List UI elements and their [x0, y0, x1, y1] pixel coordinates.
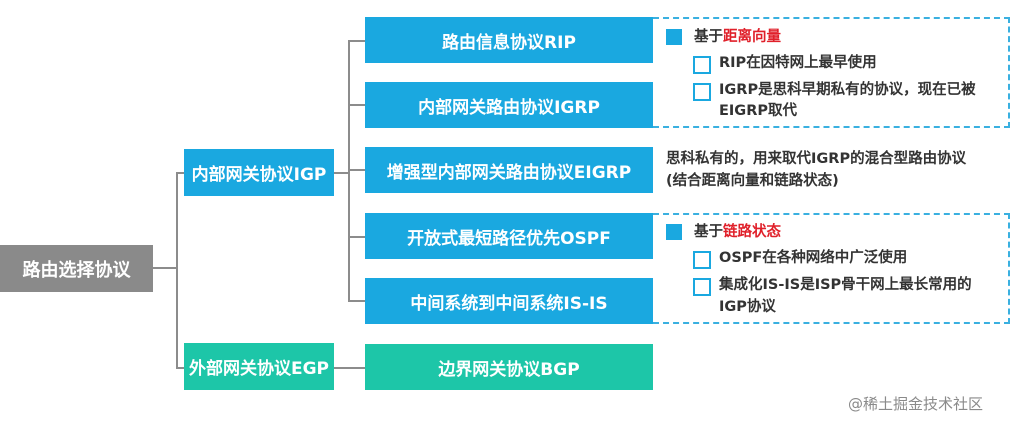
egp-connector	[334, 367, 365, 369]
bgp-label: 边界网关协议BGP	[438, 359, 580, 380]
ospf-branch-connector	[348, 236, 365, 238]
link-state-note-box	[653, 213, 1010, 324]
filled-square-bullet-icon	[666, 224, 682, 240]
egp-label: 外部网关协议EGP	[188, 359, 330, 379]
link-state-item-2: 集成化IS-IS是ISP骨干网上最长常用的	[719, 277, 972, 293]
ospf-node: 开放式最短路径优先OSPF	[365, 213, 653, 259]
root-connector	[153, 267, 177, 269]
distance-vector-item-1: RIP在因特网上最早使用	[719, 55, 877, 71]
rip-node: 路由信息协议RIP	[365, 17, 653, 63]
isis-node: 中间系统到中间系统IS-IS	[365, 278, 653, 324]
distance-vector-highlight: 距离向量	[723, 29, 781, 45]
igrp-node: 内部网关路由协议IGRP	[365, 82, 653, 128]
distance-vector-note-box	[653, 17, 1010, 128]
eigrp-branch-connector	[348, 169, 365, 171]
empty-square-bullet-icon	[693, 251, 711, 269]
root-label: 路由选择协议	[22, 259, 131, 281]
egp-node: 外部网关协议EGP	[184, 343, 334, 390]
empty-square-bullet-icon	[693, 56, 711, 74]
rip-label: 路由信息协议RIP	[442, 32, 576, 53]
distance-vector-heading: 基于距离向量	[694, 26, 781, 48]
filled-square-bullet-icon	[666, 29, 682, 45]
eigrp-node: 增强型内部网关路由协议EIGRP	[365, 147, 653, 193]
isis-branch-connector	[348, 300, 365, 302]
link-state-highlight: 链路状态	[723, 224, 781, 240]
igp-vertical-connector	[348, 40, 350, 302]
root-vertical-connector	[176, 172, 178, 369]
link-state-item-1: OSPF在各种网络中广泛使用	[719, 250, 908, 266]
igp-label: 内部网关协议IGP	[191, 165, 327, 185]
distance-vector-item-2: IGRP是思科早期私有的协议，现在已被	[719, 82, 976, 98]
link-state-item-2-cont: IGP协议	[719, 299, 776, 315]
eigrp-note-line-1: 思科私有的，用来取代IGRP的混合型路由协议	[666, 151, 967, 167]
igrp-branch-connector	[348, 104, 365, 106]
distance-vector-prefix: 基于	[694, 29, 723, 45]
bgp-node: 边界网关协议BGP	[365, 344, 653, 390]
watermark: @稀土掘金技术社区	[848, 395, 984, 413]
link-state-heading: 基于链路状态	[694, 221, 781, 243]
ospf-label: 开放式最短路径优先OSPF	[407, 228, 611, 249]
empty-square-bullet-icon	[693, 278, 711, 296]
rip-branch-connector	[348, 40, 365, 42]
distance-vector-item-2-cont: EIGRP取代	[719, 103, 797, 119]
isis-label: 中间系统到中间系统IS-IS	[410, 293, 608, 314]
eigrp-label: 增强型内部网关路由协议EIGRP	[386, 162, 632, 183]
egp-branch-connector	[176, 367, 186, 369]
link-state-prefix: 基于	[694, 224, 723, 240]
igp-connector	[334, 172, 349, 174]
igp-node: 内部网关协议IGP	[184, 149, 334, 196]
eigrp-note-line-2: (结合距离向量和链路状态)	[666, 173, 839, 189]
igrp-label: 内部网关路由协议IGRP	[418, 97, 600, 118]
root-node: 路由选择协议	[0, 245, 153, 292]
empty-square-bullet-icon	[693, 83, 711, 101]
igp-branch-connector	[176, 172, 186, 174]
